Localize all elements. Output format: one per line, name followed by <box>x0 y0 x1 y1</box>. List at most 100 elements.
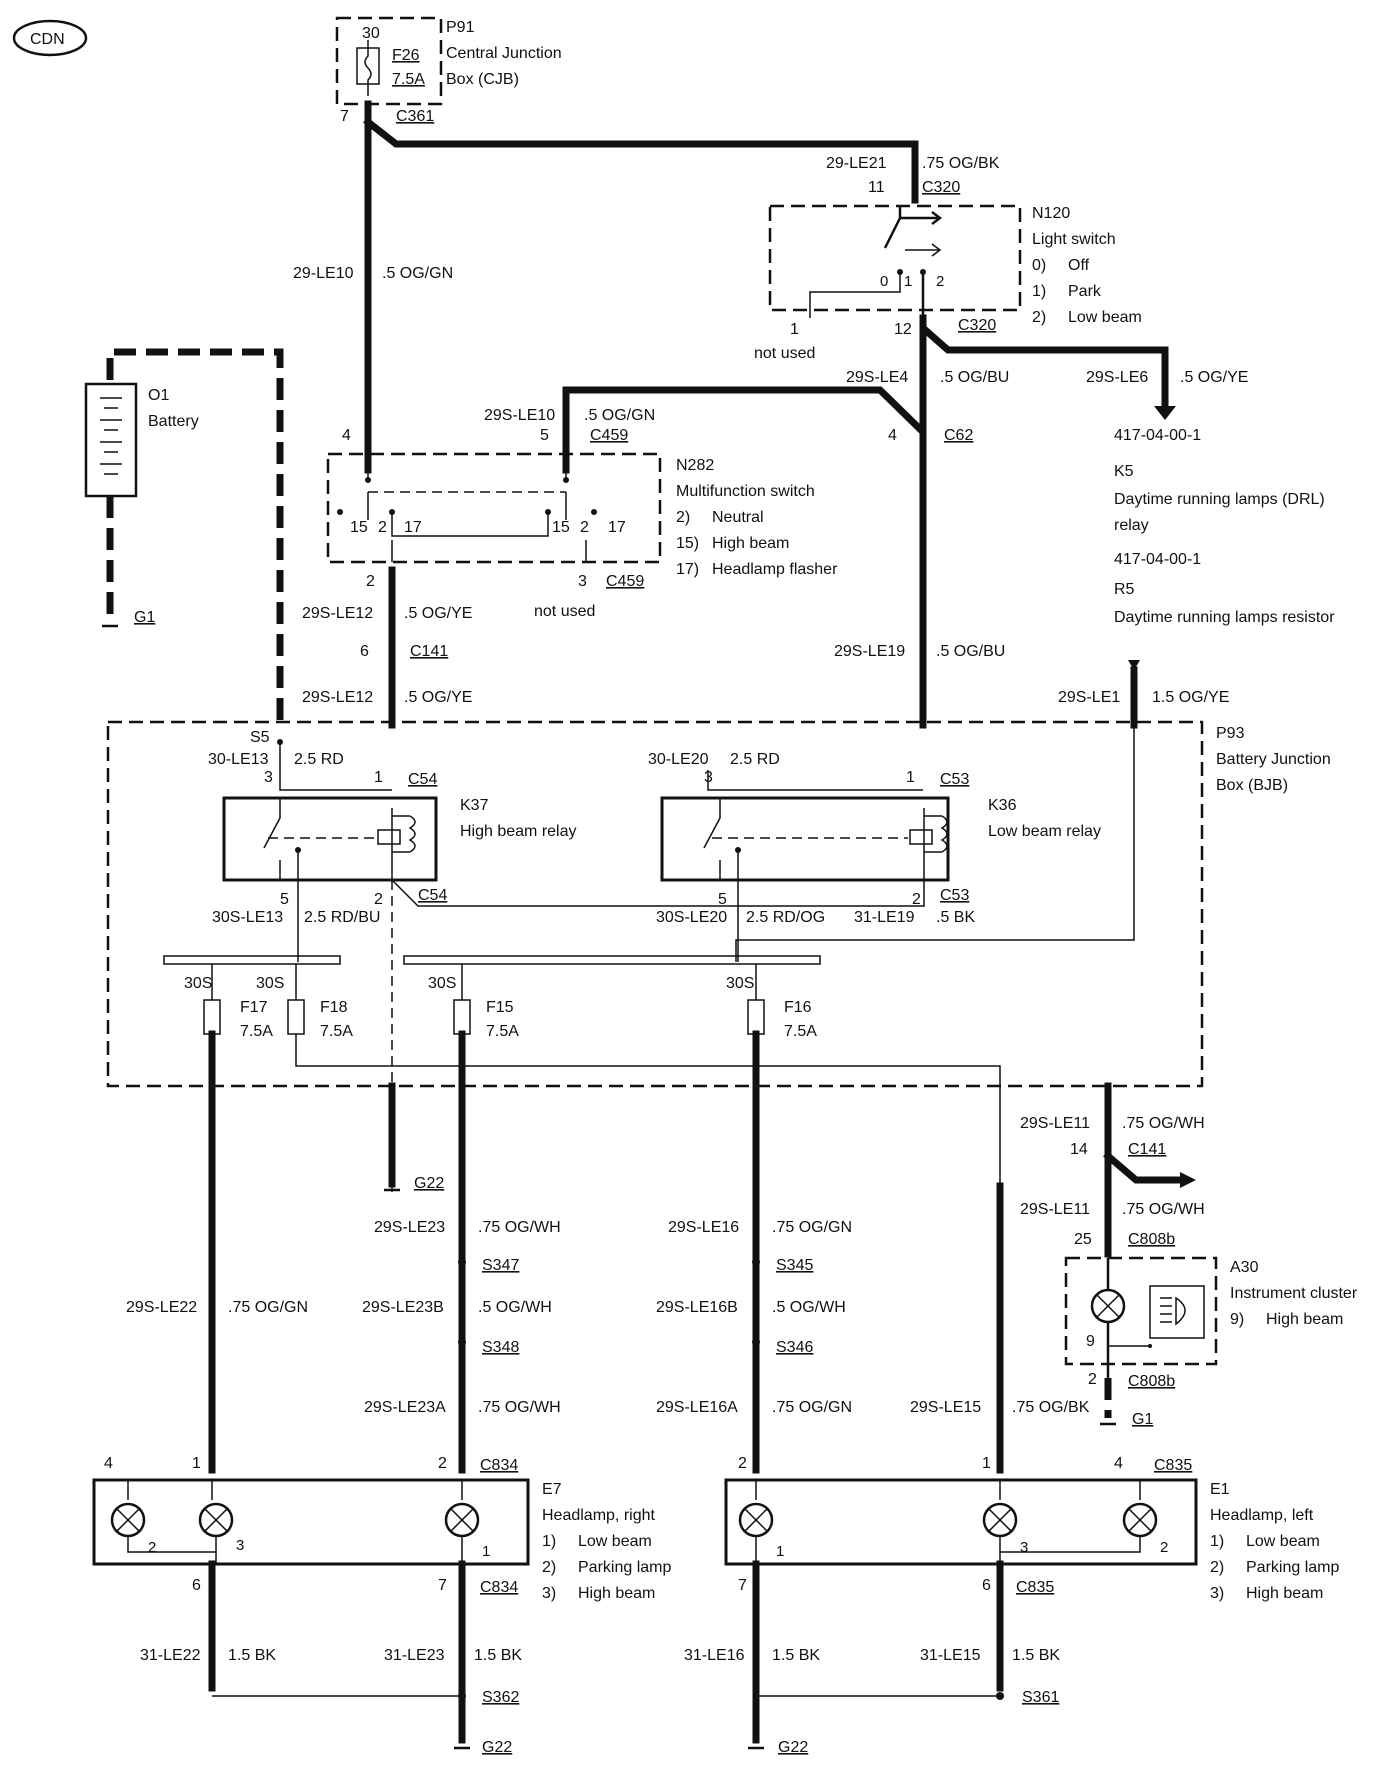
svg-text:29S-LE23: 29S-LE23 <box>374 1219 445 1236</box>
svg-text:2: 2 <box>374 891 383 908</box>
k36-id: K36 <box>988 797 1017 814</box>
svg-text:Low beam relay: Low beam relay <box>988 823 1101 840</box>
svg-text:2: 2 <box>148 1539 156 1556</box>
svg-text:7.5A: 7.5A <box>486 1023 519 1040</box>
svg-text:30S-LE20: 30S-LE20 <box>656 909 727 926</box>
svg-text:.75 OG/WH: .75 OG/WH <box>1122 1115 1205 1132</box>
n120-light-switch: 11 C320 0 1 2 N120 Light switch 0) Off 1… <box>754 179 1142 362</box>
connector-c53-bottom: C53 <box>940 887 969 904</box>
svg-text:Instrument cluster: Instrument cluster <box>1230 1285 1358 1302</box>
connector-c835-bottom: C835 <box>1016 1579 1054 1596</box>
svg-text:31-LE19: 31-LE19 <box>854 909 915 926</box>
svg-text:7.5A: 7.5A <box>240 1023 273 1040</box>
connector-c320-top: C320 <box>922 179 960 196</box>
svg-text:3): 3) <box>542 1585 556 1602</box>
svg-text:1: 1 <box>192 1455 201 1472</box>
svg-text:1: 1 <box>776 1543 784 1560</box>
svg-text:29S-LE12: 29S-LE12 <box>302 605 373 622</box>
svg-text:.5 OG/WH: .5 OG/WH <box>478 1299 552 1316</box>
svg-text:Off: Off <box>1068 257 1090 274</box>
svg-text:.5 OG/YE: .5 OG/YE <box>404 605 472 622</box>
svg-text:1.5 BK: 1.5 BK <box>772 1647 820 1664</box>
svg-text:3: 3 <box>578 573 587 590</box>
svg-text:29S-LE1: 29S-LE1 <box>1058 689 1120 706</box>
svg-text:2: 2 <box>580 519 589 536</box>
svg-text:29S-LE11: 29S-LE11 <box>1020 1201 1090 1218</box>
svg-text:Parking lamp: Parking lamp <box>1246 1559 1339 1576</box>
p91-id: P91 <box>446 19 475 36</box>
p91-central-junction-box: 30 F26 7.5A P91 Central Junction Box (CJ… <box>335 16 562 125</box>
svg-text:Daytime running lamps resistor: Daytime running lamps resistor <box>1114 609 1335 626</box>
svg-text:Light switch: Light switch <box>1032 231 1116 248</box>
svg-text:12: 12 <box>894 321 912 338</box>
svg-text:29S-LE22: 29S-LE22 <box>126 1299 197 1316</box>
svg-text:1): 1) <box>542 1533 556 1550</box>
svg-text:2: 2 <box>366 573 375 590</box>
svg-text:2): 2) <box>676 509 690 526</box>
region-badge-text: CDN <box>30 31 65 48</box>
svg-text:7.5A: 7.5A <box>784 1023 817 1040</box>
svg-text:30S: 30S <box>428 975 456 992</box>
svg-text:2: 2 <box>738 1455 747 1472</box>
svg-text:25: 25 <box>1074 1231 1092 1248</box>
fuse-f15: 30S F15 7.5A <box>428 964 519 1040</box>
e7-headlamp-right: 4 1 2 C834 2 3 1 E7 Headlamp, right 1) L… <box>92 1455 671 1602</box>
bus-bars <box>163 955 821 965</box>
connector-c141-lower: C141 <box>1128 1141 1166 1158</box>
svg-text:1: 1 <box>906 769 915 786</box>
svg-text:30-LE13: 30-LE13 <box>208 751 269 768</box>
svg-text:17): 17) <box>676 561 699 578</box>
svg-text:Low beam: Low beam <box>1246 1533 1320 1550</box>
k37-id: K37 <box>460 797 489 814</box>
svg-text:.5 OG/GN: .5 OG/GN <box>584 407 655 424</box>
svg-text:2): 2) <box>1210 1559 1224 1576</box>
svg-text:.75 OG/GN: .75 OG/GN <box>772 1219 852 1236</box>
svg-text:29S-LE6: 29S-LE6 <box>1086 369 1148 386</box>
svg-text:.5 BK: .5 BK <box>936 909 975 926</box>
svg-text:F15: F15 <box>486 999 514 1016</box>
n282-id: N282 <box>676 457 714 474</box>
svg-text:2): 2) <box>542 1559 556 1576</box>
svg-text:1: 1 <box>374 769 383 786</box>
svg-text:7: 7 <box>340 108 349 125</box>
svg-text:relay: relay <box>1114 517 1149 534</box>
svg-text:High beam: High beam <box>578 1585 655 1602</box>
svg-text:2.5 RD/BU: 2.5 RD/BU <box>304 909 380 926</box>
svg-text:2.5 RD: 2.5 RD <box>294 751 344 768</box>
svg-text:Neutral: Neutral <box>712 509 764 526</box>
svg-text:2: 2 <box>1088 1371 1097 1388</box>
wire-29s-le15: 29S-LE15 .75 OG/BK <box>910 1182 1090 1474</box>
svg-text:1.5 BK: 1.5 BK <box>1012 1647 1060 1664</box>
svg-text:30S: 30S <box>726 975 754 992</box>
fuse-f16: 30S F16 7.5A <box>726 964 817 1040</box>
splice-s362: S362 <box>482 1689 519 1706</box>
connector-c459-top: C459 <box>590 427 628 444</box>
svg-text:1): 1) <box>1032 283 1046 300</box>
ground-wires: 31-LE22 1.5 BK 31-LE23 1.5 BK 31-LE16 1.… <box>140 1560 1060 1756</box>
svg-text:1.5 OG/YE: 1.5 OG/YE <box>1152 689 1229 706</box>
svg-text:5: 5 <box>718 891 727 908</box>
connector-c54-top: C54 <box>408 771 437 788</box>
svg-text:29-LE10: 29-LE10 <box>293 265 354 282</box>
connector-c808b-top: C808b <box>1128 1231 1175 1248</box>
svg-text:High beam: High beam <box>1246 1585 1323 1602</box>
connector-c62: C62 <box>944 427 973 444</box>
e1-headlamp-left: 2 1 4 C835 1 3 2 E1 Headlamp, left 1) Lo… <box>724 1455 1339 1602</box>
connector-c834-bottom: C834 <box>480 1579 518 1596</box>
svg-text:1): 1) <box>1210 1533 1224 1550</box>
e1-id: E1 <box>1210 1481 1230 1498</box>
svg-text:29S-LE15: 29S-LE15 <box>910 1399 981 1416</box>
svg-text:29S-LE23A: 29S-LE23A <box>364 1399 446 1416</box>
svg-text:5: 5 <box>540 427 549 444</box>
connector-c54-bottom: C54 <box>418 887 447 904</box>
svg-text:.5 OG/GN: .5 OG/GN <box>382 265 453 282</box>
svg-text:Central Junction: Central Junction <box>446 45 562 62</box>
connector-c53-top: C53 <box>940 771 969 788</box>
svg-text:Headlamp, right: Headlamp, right <box>542 1507 656 1524</box>
svg-text:1: 1 <box>790 321 799 338</box>
svg-text:4: 4 <box>888 427 897 444</box>
wire-29s-le23: 29S-LE23 .75 OG/WH S347 29S-LE23B .5 OG/… <box>362 1219 561 1416</box>
ground-g22-right: G22 <box>482 1739 512 1756</box>
svg-text:1.5 BK: 1.5 BK <box>474 1647 522 1664</box>
